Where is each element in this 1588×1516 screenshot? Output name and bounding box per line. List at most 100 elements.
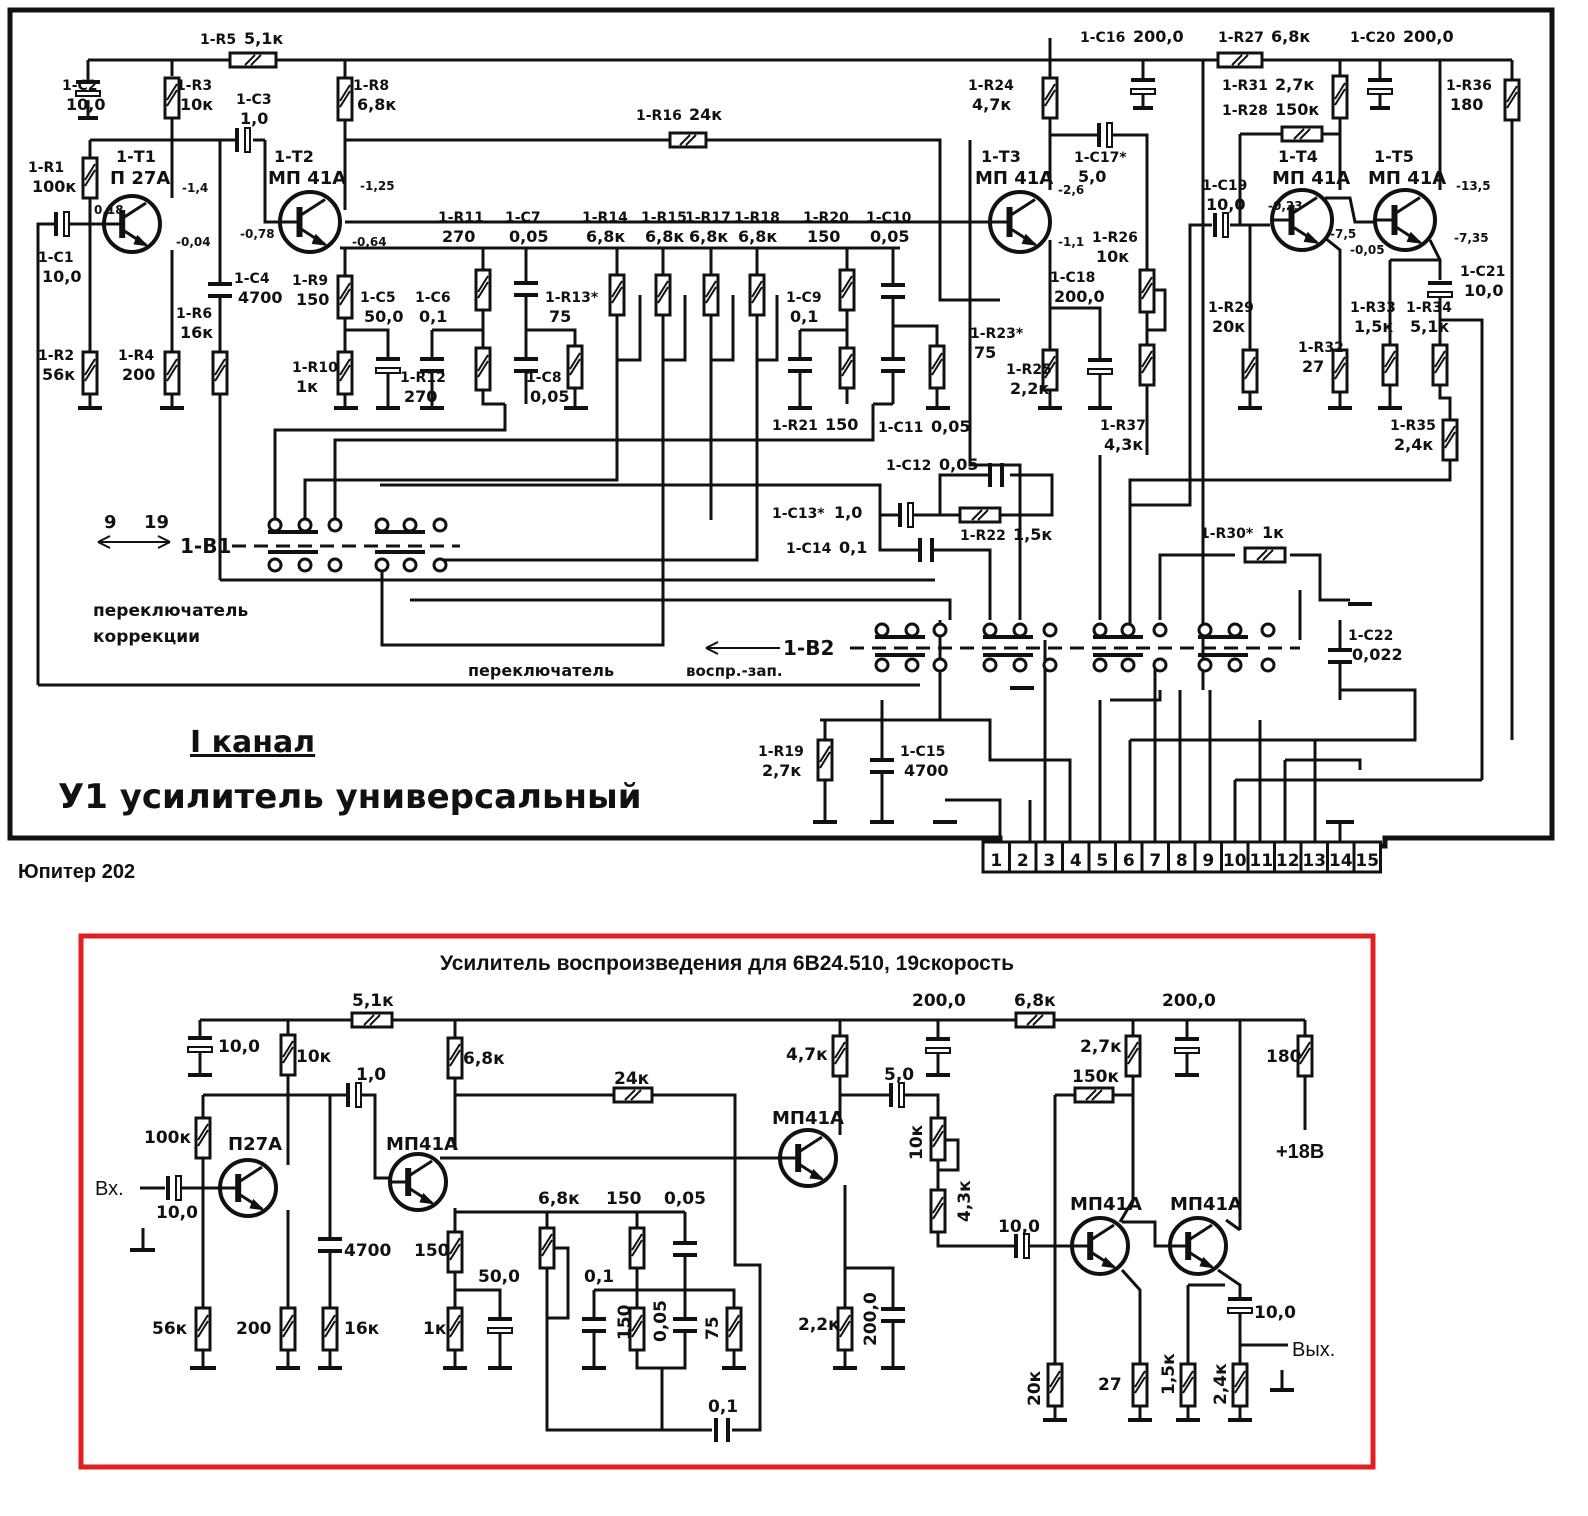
- connector-pin-1: 1: [981, 840, 1011, 874]
- component-value-label: 4700: [344, 1241, 391, 1261]
- switch-b2-label: 1-В2: [783, 636, 834, 660]
- resistor-r16: [668, 131, 708, 149]
- capacitor-c10: [881, 283, 905, 299]
- component-value-label: 16к: [344, 1319, 380, 1339]
- resistor-r19-small: [928, 344, 946, 390]
- switch-contact: [267, 517, 283, 533]
- speed-arrow-icon: [97, 535, 171, 549]
- component-value: 4700: [238, 288, 283, 307]
- component-value: 5,0: [1078, 167, 1106, 186]
- component-ref: 1-C9: [786, 290, 822, 306]
- component-ref: 1-C3: [236, 92, 272, 108]
- transistor-ref: 1-Т4: [1278, 147, 1318, 166]
- capacitor-c3: [235, 127, 251, 153]
- component-value: 200,0: [1054, 287, 1105, 306]
- component-value-label: 2,2к: [798, 1315, 840, 1335]
- transistor-ref: 1-Т3: [981, 147, 1021, 166]
- resistor-4k3: [929, 1188, 947, 1234]
- component-ref: 1-C11: [878, 420, 923, 436]
- component-value: 10,0: [1206, 195, 1245, 214]
- voltage-label: -0,78: [240, 227, 275, 241]
- component-value-label: 6,8к: [538, 1189, 580, 1209]
- connector-pin-label: 13: [1302, 851, 1326, 871]
- transistor-type: МП 41А: [1272, 168, 1350, 189]
- resistor-150k: [1073, 1086, 1115, 1104]
- switch-contact: [932, 657, 948, 673]
- resistor-r13: [566, 344, 584, 390]
- component-value-label: 2,4к: [1211, 1363, 1231, 1405]
- component-ref: 1-C4: [234, 271, 270, 287]
- component-ref: 1-C17*: [1074, 150, 1127, 166]
- capacitor-0-1-a: [582, 1317, 606, 1333]
- model-caption: Юпитер 202: [18, 861, 135, 883]
- diagram-1-symbols: [54, 51, 1521, 782]
- connector-pin-label: 8: [1176, 851, 1188, 871]
- connector-pin-label: 7: [1149, 851, 1161, 871]
- connector-pin-label: 15: [1355, 851, 1379, 871]
- resistor-200: [279, 1306, 297, 1352]
- capacitor-50uf: [487, 1317, 513, 1334]
- label-1c8: 1-C80,05: [526, 370, 569, 406]
- resistor-r3: [163, 76, 181, 120]
- voltage-label: -1,25: [360, 179, 395, 193]
- resistor-150-c: [628, 1306, 646, 1352]
- component-value: 6,8к: [645, 227, 684, 246]
- label-1r30: 1-R30*1к: [1200, 523, 1284, 542]
- connector-pin-label: 2: [1017, 851, 1029, 871]
- switch-contact: [432, 557, 448, 573]
- resistor-r31: [1331, 74, 1349, 120]
- component-ref: 1-R31: [1222, 78, 1268, 94]
- resistor-r28: [1280, 125, 1324, 143]
- voltage-label: -2,6: [1058, 183, 1084, 197]
- connector-pin-label: 14: [1329, 851, 1353, 871]
- resistor-r4-16k: [211, 350, 229, 396]
- label-1r23: 1-R23*75: [970, 326, 1024, 362]
- resistor-r9: [336, 274, 354, 320]
- component-value: 2,4к: [1394, 435, 1433, 454]
- label-1c9: 1-C90,1: [786, 290, 822, 326]
- component-value: 10к: [1096, 247, 1129, 266]
- resistor-180: [1296, 1034, 1314, 1078]
- component-value-label: 20к: [1025, 1370, 1045, 1406]
- connector-pin-label: 6: [1123, 851, 1135, 871]
- switch-contact: [1152, 657, 1168, 673]
- resistor-r35: [1441, 418, 1459, 462]
- capacitor-c19: [1213, 212, 1229, 238]
- switch-contact: [432, 517, 448, 533]
- component-ref: 1-C13*: [772, 506, 825, 522]
- resistor-r32: [1331, 348, 1349, 394]
- capacitor-c21: [1427, 281, 1453, 298]
- resistor-2k7: [1124, 1034, 1142, 1078]
- mode-switch-sub: воспр.-зап.: [686, 662, 783, 680]
- component-value-label: 10,0: [998, 1217, 1040, 1237]
- connector-pin-4: 4: [1061, 840, 1091, 874]
- component-ref: 1-R20: [803, 210, 849, 226]
- supply-label: +18В: [1276, 1141, 1324, 1163]
- resistor-r22: [958, 506, 1002, 524]
- resistor-r12: [474, 346, 492, 392]
- capacitor-c13: [898, 502, 914, 528]
- resistor-2k4: [1231, 1362, 1249, 1408]
- component-ref: 1-R14: [582, 210, 628, 226]
- component-ref: 1-R19: [758, 744, 804, 760]
- voltage-label: -0,05: [1350, 243, 1385, 257]
- resistor-56k: [194, 1306, 212, 1352]
- component-value-label: 1,0: [356, 1065, 386, 1085]
- component-ref: 1-R34: [1406, 300, 1452, 316]
- component-ref: 1-R8: [353, 78, 389, 94]
- component-ref: 1-R15: [641, 210, 687, 226]
- diagram-2-io-labels: Вх. Вых. +18В: [95, 1141, 1335, 1361]
- component-value: 10,0: [66, 95, 105, 114]
- voltage-label: -1,1: [1058, 235, 1084, 249]
- component-value-label: 150: [615, 1304, 635, 1340]
- component-ref: 1-R2: [38, 348, 74, 364]
